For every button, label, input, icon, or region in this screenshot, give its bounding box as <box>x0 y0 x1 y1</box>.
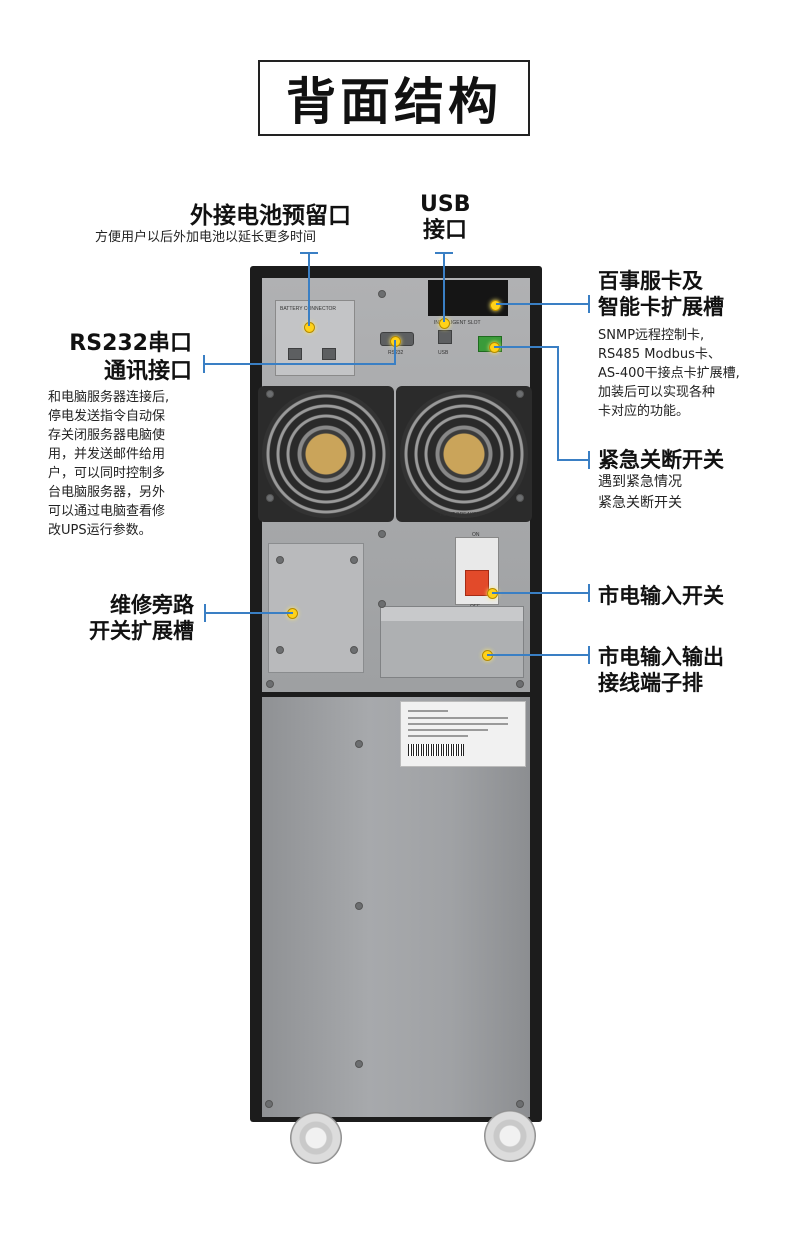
rs232-desc-line: 改UPS运行参数。 <box>48 523 152 538</box>
rs232-leader-vertical <box>394 340 396 364</box>
caster-wheel-right <box>484 1110 536 1162</box>
slot-callout-label: 百事服卡及 智能卡扩展槽 <box>598 268 724 320</box>
label-line <box>408 710 448 712</box>
rs232-leader-line <box>204 363 396 365</box>
screw <box>355 740 363 748</box>
usb-callout-line1: USB <box>420 192 471 217</box>
breaker-on-text: ON <box>472 532 480 538</box>
battery-leader-line <box>308 252 310 326</box>
label-line <box>408 729 488 731</box>
rs232-desc-line: 和电脑服务器连接后, <box>48 390 170 405</box>
intelligent-slot-text: INTELLIGENT SLOT <box>434 320 481 326</box>
screw <box>266 390 274 398</box>
slot-desc-line: RS485 Modbus卡、 <box>598 347 721 362</box>
battery-port-a <box>288 348 302 360</box>
terminal-leader-tick <box>588 646 590 664</box>
usb-callout-label: USB 接口 <box>420 192 470 244</box>
terminal-callout-line2: 接线端子排 <box>598 671 703 695</box>
screw <box>266 494 274 502</box>
screw <box>516 680 524 688</box>
epo-leader-tick <box>588 451 590 469</box>
mains-switch-callout-label: 市电输入开关 <box>598 584 724 608</box>
rear-lower-panel <box>262 697 530 1117</box>
usb-text: USB <box>438 350 449 356</box>
label-line <box>408 717 508 719</box>
terminal-plate <box>380 606 524 678</box>
rating-label <box>400 701 526 767</box>
battery-leader-tick <box>300 252 318 254</box>
usb-leader-line <box>443 252 445 322</box>
screw <box>355 1060 363 1068</box>
rs232-desc-line: 台电脑服务器，另外 <box>48 485 166 500</box>
screw <box>355 902 363 910</box>
screw <box>265 1100 273 1108</box>
bypass-leader-tick <box>204 604 206 622</box>
screw <box>266 680 274 688</box>
epo-desc-line: 紧急关断开关 <box>598 495 682 511</box>
screw <box>378 530 386 538</box>
screw <box>276 646 284 654</box>
rs232-desc-line: 可以通过电脑查看修 <box>48 504 166 519</box>
battery-callout-desc: 方便用户以后外加电池以延长更多时间 <box>95 230 317 245</box>
screw <box>350 646 358 654</box>
epo-leader-line <box>557 459 590 461</box>
usb-port <box>438 330 452 344</box>
slot-callout-line2: 智能卡扩展槽 <box>598 295 724 319</box>
epo-leader-vertical <box>557 346 559 460</box>
bypass-callout-line2: 开关扩展槽 <box>89 619 194 643</box>
slot-desc-line: 卡对应的功能。 <box>598 404 690 419</box>
screw <box>516 1100 524 1108</box>
page-title: 背面结构 <box>258 60 530 136</box>
bypass-callout-label: 维修旁路 开关扩展槽 <box>74 592 194 644</box>
slot-desc-line: AS-400干接点卡扩展槽, <box>598 366 740 381</box>
input-breaker-text: INPUT BREAKER <box>440 512 481 518</box>
epo-callout-label: 紧急关断开关 <box>598 448 724 472</box>
screw <box>378 290 386 298</box>
rs232-desc-line: 存关闭服务器电脑使 <box>48 428 166 443</box>
slot-callout-desc: SNMP远程控制卡, RS485 Modbus卡、 AS-400干接点卡扩展槽,… <box>598 326 740 421</box>
label-line <box>408 723 508 725</box>
slot-callout-line1: 百事服卡及 <box>598 269 703 293</box>
rs232-leader-tick <box>203 355 205 373</box>
epo-leader-horizontal <box>494 346 558 348</box>
slot-desc-line: 加装后可以实现各种 <box>598 385 716 400</box>
rs232-callout-desc: 和电脑服务器连接后, 停电发送指令自动保 存关闭服务器电脑使 用，并发送邮件给用… <box>48 388 169 540</box>
rs232-desc-line: 户，可以同时控制多 <box>48 466 166 481</box>
usb-leader-tick <box>435 252 453 254</box>
rs232-desc-line: 停电发送指令自动保 <box>48 409 166 424</box>
screw <box>516 390 524 398</box>
slot-desc-line: SNMP远程控制卡, <box>598 328 705 343</box>
fan-right <box>400 390 528 518</box>
label-line <box>408 735 468 737</box>
screw <box>350 556 358 564</box>
terminal-leader-line <box>487 654 590 656</box>
fan-left <box>262 390 390 518</box>
bypass-leader-line <box>205 612 293 614</box>
rs232-desc-line: 用，并发送邮件给用 <box>48 447 166 462</box>
rs232-callout-line2: 通讯接口 <box>103 359 192 384</box>
breaker-toggle <box>465 570 489 596</box>
epo-desc-line: 遇到紧急情况 <box>598 474 682 490</box>
screw <box>378 600 386 608</box>
bypass-callout-line1: 维修旁路 <box>110 593 194 617</box>
screw <box>276 556 284 564</box>
barcode <box>408 744 464 756</box>
usb-callout-line2: 接口 <box>422 218 467 243</box>
mains-switch-leader-tick <box>588 584 590 602</box>
terminal-callout-label: 市电输入输出 接线端子排 <box>598 644 724 696</box>
slot-indicator-dot <box>490 300 501 311</box>
screw <box>516 494 524 502</box>
rs232-callout-line1: RS232串口 <box>69 331 192 356</box>
battery-port-b <box>322 348 336 360</box>
battery-callout-label: 外接电池预留口 <box>190 203 351 229</box>
bypass-plate <box>268 543 364 673</box>
rs232-callout-label: RS232串口 通讯接口 <box>68 330 192 386</box>
mains-switch-leader-line <box>492 592 590 594</box>
slot-leader-tick <box>588 295 590 313</box>
terminal-callout-line1: 市电输入输出 <box>598 645 724 669</box>
slot-leader-line <box>496 303 590 305</box>
caster-wheel-left <box>290 1112 342 1164</box>
epo-callout-desc: 遇到紧急情况 紧急关断开关 <box>598 472 682 514</box>
